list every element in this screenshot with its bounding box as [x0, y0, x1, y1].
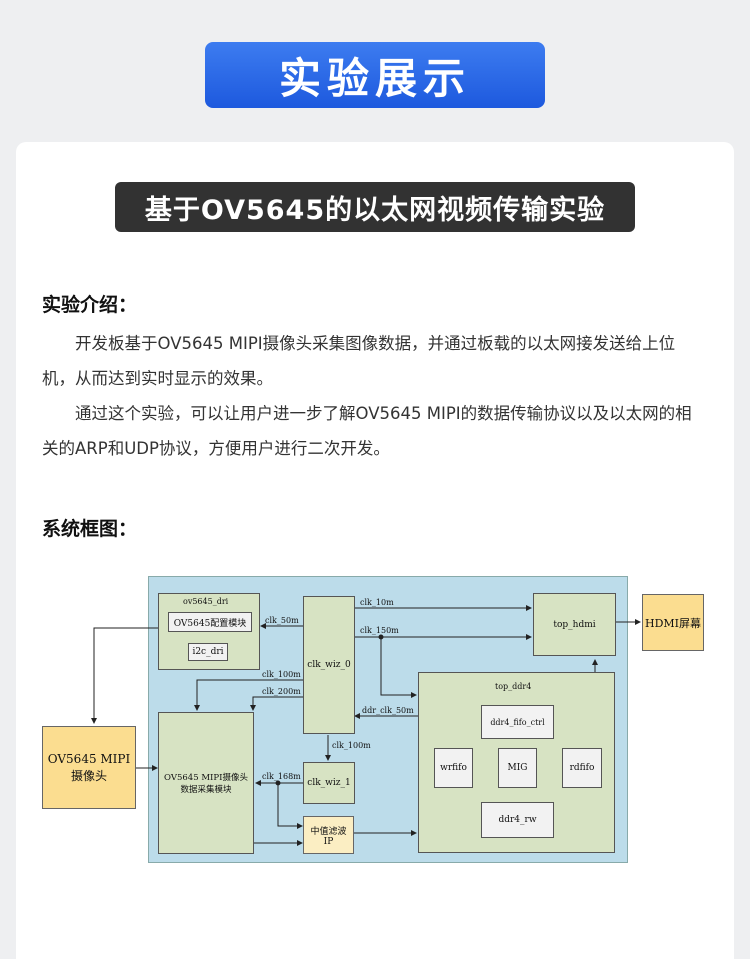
experiment-title: 基于OV5645的以太网视频传输实验 [144, 194, 606, 226]
intro-text: 开发板基于OV5645 MIPI摄像头采集图像数据，并通过板载的以太网接发送给上… [42, 326, 708, 466]
diagram-heading: 系统框图： [42, 518, 138, 540]
intro-paragraph-1: 开发板基于OV5645 MIPI摄像头采集图像数据，并通过板载的以太网接发送给上… [42, 334, 676, 388]
intro-paragraph-2: 通过这个实验，可以让用户进一步了解OV5645 MIPI的数据传输协议以及以太网… [42, 404, 692, 458]
header-banner: 实验展示 [205, 42, 545, 108]
content-card [16, 142, 734, 959]
experiment-title-bar: 基于OV5645的以太网视频传输实验 [115, 182, 635, 232]
intro-heading: 实验介绍： [42, 294, 138, 316]
header-title: 实验展示 [278, 53, 471, 103]
